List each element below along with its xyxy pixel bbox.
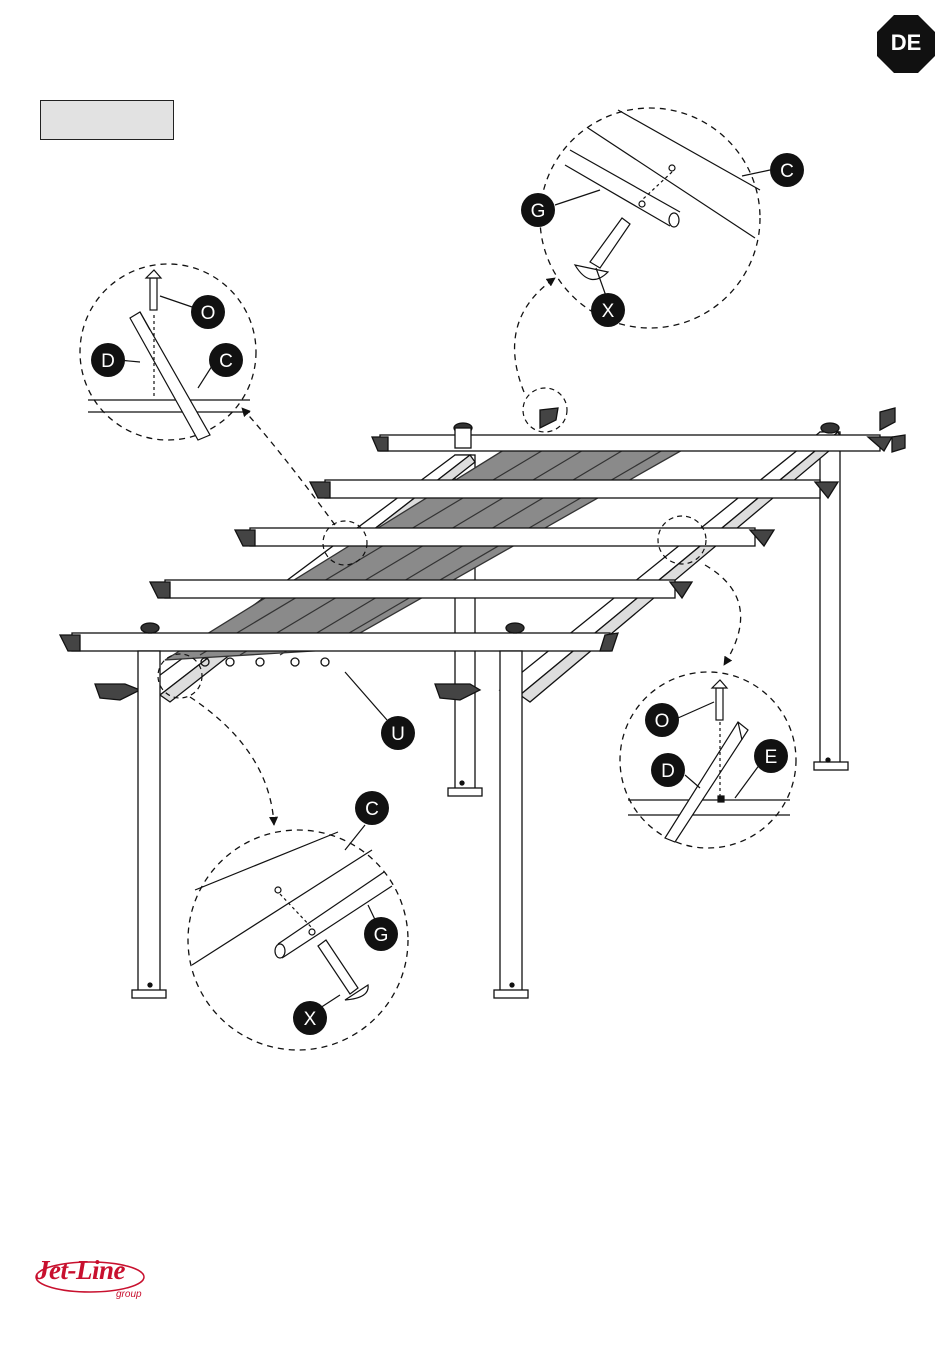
- svg-text:O: O: [201, 303, 216, 324]
- post-front-left: [138, 651, 160, 991]
- label-d-lower: D: [651, 753, 685, 787]
- svg-text:G: G: [374, 925, 389, 946]
- svg-text:G: G: [531, 201, 546, 222]
- svg-text:E: E: [765, 747, 778, 768]
- svg-text:X: X: [602, 301, 615, 322]
- svg-text:C: C: [219, 351, 233, 372]
- logo-sub: group: [116, 1289, 142, 1300]
- label-g-bottom: G: [364, 917, 398, 951]
- svg-text:C: C: [365, 799, 379, 820]
- label-c-bottom: C: [355, 791, 389, 825]
- label-x-right: X: [591, 293, 625, 327]
- label-x-bottom: X: [293, 1001, 327, 1035]
- svg-text:C: C: [780, 161, 794, 182]
- svg-text:O: O: [655, 711, 670, 732]
- label-c-right: C: [770, 153, 804, 187]
- label-g-right: G: [521, 193, 555, 227]
- logo-brand: Jet-Line: [36, 1255, 125, 1286]
- label-e-lower: E: [754, 739, 788, 773]
- jet-line-logo: Jet-Line group: [36, 1255, 152, 1305]
- pergola-illustration: [60, 408, 905, 998]
- svg-text:X: X: [304, 1009, 317, 1030]
- label-o-lower: O: [645, 703, 679, 737]
- svg-text:D: D: [101, 351, 115, 372]
- label-d-top: D: [91, 343, 125, 377]
- label-c-top: C: [209, 343, 243, 377]
- label-u-main: U: [381, 716, 415, 750]
- svg-text:D: D: [661, 761, 675, 782]
- label-o-top: O: [191, 295, 225, 329]
- post-front-right: [500, 651, 522, 991]
- svg-text:U: U: [391, 724, 405, 745]
- detail-circle-top-right: [540, 108, 760, 328]
- beam-front: [72, 633, 610, 651]
